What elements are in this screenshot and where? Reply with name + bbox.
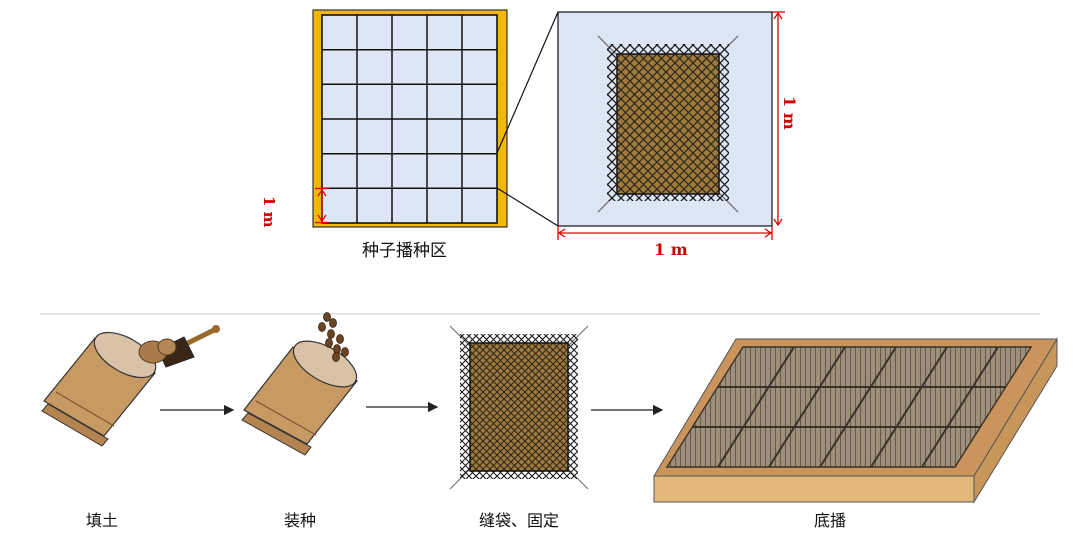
- sowing-area-grid: [312, 9, 508, 228]
- step-label-sew-fix: 缝袋、固定: [479, 511, 560, 530]
- zoomed-cell: [557, 11, 773, 227]
- step-label-add-seed: 装种: [284, 511, 317, 530]
- zoom-height-label: 1 m: [780, 96, 799, 130]
- grid-dim-label: 1 m: [260, 196, 278, 228]
- grid-caption: 种子播种区: [362, 241, 447, 261]
- bag-add-seed-icon: [241, 312, 358, 456]
- zoom-width-dimension-arrow: [557, 226, 773, 240]
- zoom-height-dimension-arrow: [772, 11, 785, 227]
- grid-cell-dimension-arrow: [315, 187, 329, 224]
- zoom-width-label: 1 m: [654, 240, 688, 259]
- bag-fill-soil-icon: [41, 325, 220, 447]
- step-label-bottom-sow: 底播: [814, 511, 847, 530]
- zoom-connector-lines: [496, 11, 559, 227]
- step-label-fill-soil: 填土: [86, 511, 119, 530]
- netted-bag-icon: [449, 325, 589, 490]
- seeded-bed-icon: [653, 337, 1058, 504]
